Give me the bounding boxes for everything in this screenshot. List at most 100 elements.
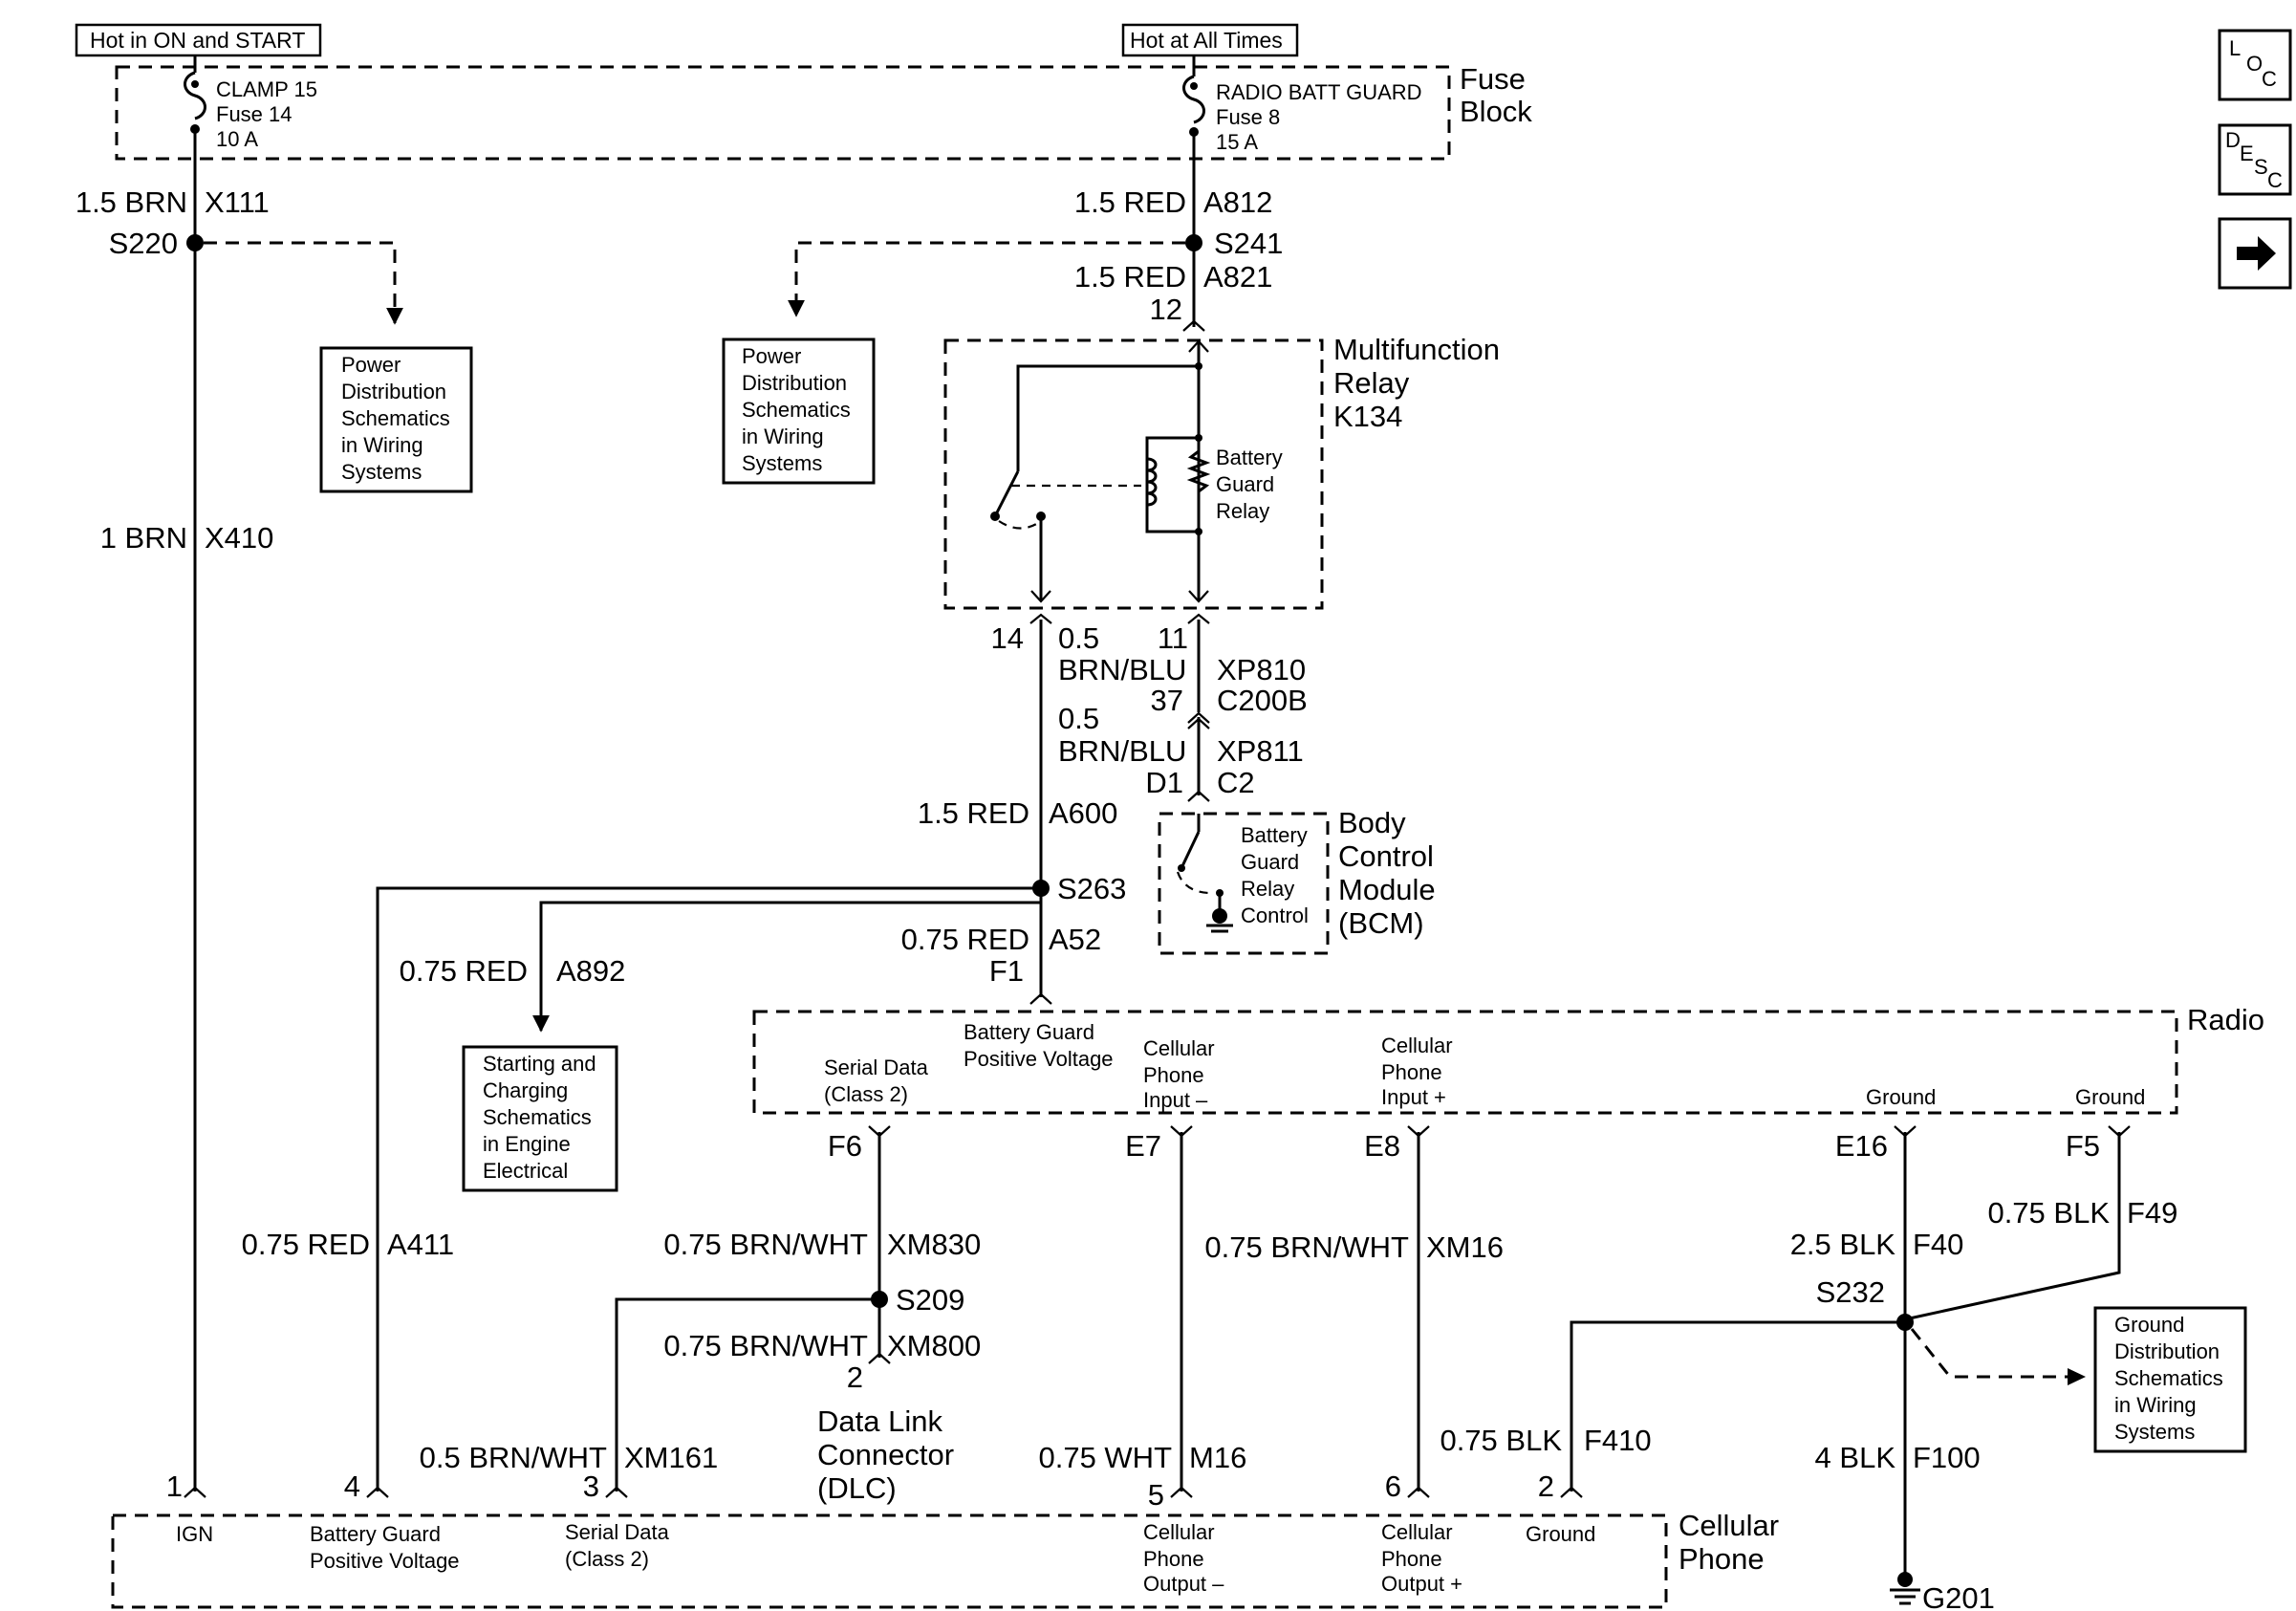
wire-label-x111: 1.5 BRN X111 xyxy=(76,185,270,219)
svg-text:Battery Guard: Battery Guard xyxy=(310,1522,441,1546)
svg-text:Systems: Systems xyxy=(341,460,422,484)
wire-pin11-bcm xyxy=(1187,613,1210,802)
svg-text:0.75 RED: 0.75 RED xyxy=(242,1228,370,1261)
svg-text:A600: A600 xyxy=(1049,796,1117,830)
svg-text:A812: A812 xyxy=(1203,185,1272,219)
wire-label-x410: 1 BRN X410 xyxy=(100,521,274,555)
svg-text:Hot at All Times: Hot at All Times xyxy=(1130,28,1283,53)
svg-text:0.75 BRN/WHT: 0.75 BRN/WHT xyxy=(1204,1230,1409,1264)
svg-text:Positive Voltage: Positive Voltage xyxy=(310,1549,460,1573)
connector-c200b-pin: 37 xyxy=(1151,684,1183,717)
multifunction-relay-k134: Multifunction Relay K134 Battery Guard R… xyxy=(943,333,1500,610)
svg-text:0.75 BLK: 0.75 BLK xyxy=(1987,1196,2110,1230)
ground-g201: G201 xyxy=(1922,1581,1995,1611)
body-control-module: Battery Guard Relay Control Body Control… xyxy=(1158,806,1436,955)
svg-text:Battery: Battery xyxy=(1216,446,1283,469)
wire-label-brnblu-2: 0.5 BRN/BLU xyxy=(1058,702,1186,768)
cellular-phone-module: Cellular Phone IGN Battery Guard Positiv… xyxy=(111,1509,1779,1609)
svg-text:(BCM): (BCM) xyxy=(1338,906,1424,940)
svg-text:Schematics: Schematics xyxy=(341,406,450,430)
next-arrow-button[interactable] xyxy=(2218,217,2292,290)
svg-text:Relay: Relay xyxy=(1241,877,1294,901)
svg-text:in Wiring: in Wiring xyxy=(2114,1393,2197,1417)
svg-text:S263: S263 xyxy=(1057,872,1126,905)
svg-text:C200B: C200B xyxy=(1217,684,1308,717)
fuse-block: Fuse Block xyxy=(115,62,1532,161)
svg-text:(DLC): (DLC) xyxy=(817,1471,897,1505)
svg-text:1.5 RED: 1.5 RED xyxy=(1074,185,1186,219)
svg-text:Cellular: Cellular xyxy=(1143,1520,1215,1544)
wire-brnblu-pin14 xyxy=(1029,613,1052,884)
svg-text:Ground: Ground xyxy=(2075,1085,2145,1109)
splice-s232: S232 xyxy=(1560,1275,2086,1498)
svg-text:Hot in ON and START: Hot in ON and START xyxy=(90,28,305,53)
svg-text:S232: S232 xyxy=(1816,1275,1885,1309)
svg-text:Charging: Charging xyxy=(483,1078,568,1102)
phone-pin-5: 5 xyxy=(1148,1478,1164,1512)
svg-text:Distribution: Distribution xyxy=(341,380,446,403)
svg-text:1.5 RED: 1.5 RED xyxy=(918,796,1029,830)
wire-label-f410: 0.75 BLK F410 xyxy=(1440,1424,1651,1457)
svg-text:Battery Guard: Battery Guard xyxy=(964,1020,1094,1044)
data-link-connector: 2 Data Link Connector (DLC) xyxy=(817,1361,954,1505)
svg-text:O: O xyxy=(2246,52,2263,76)
svg-text:1 BRN: 1 BRN xyxy=(100,521,187,555)
svg-text:Positive Voltage: Positive Voltage xyxy=(964,1047,1114,1071)
svg-text:C2: C2 xyxy=(1217,766,1255,799)
svg-text:BRN/BLU: BRN/BLU xyxy=(1058,734,1186,768)
svg-text:Battery: Battery xyxy=(1241,823,1308,847)
wire-label-a812: 1.5 RED A812 xyxy=(1074,185,1273,219)
desc-button[interactable]: D E S C xyxy=(2218,123,2292,196)
svg-text:Phone: Phone xyxy=(1381,1547,1442,1571)
svg-text:X410: X410 xyxy=(205,521,273,555)
svg-text:2.5 BLK: 2.5 BLK xyxy=(1790,1228,1896,1261)
phone-pin-1: 1 xyxy=(166,1469,183,1503)
svg-text:Data Link: Data Link xyxy=(817,1404,942,1438)
svg-text:A892: A892 xyxy=(556,954,625,988)
wire-label-a892: 0.75 RED A892 xyxy=(400,954,626,988)
svg-text:D: D xyxy=(2225,128,2241,152)
svg-text:Relay: Relay xyxy=(1216,499,1269,523)
fuse-14: CLAMP 15 Fuse 14 10 A xyxy=(184,55,317,151)
ref-ground-distribution: Ground Distribution Schematics in Wiring… xyxy=(2093,1306,2247,1453)
splice-s263: S263 xyxy=(366,872,1126,1498)
svg-text:Input +: Input + xyxy=(1381,1085,1446,1109)
svg-text:Input –: Input – xyxy=(1143,1088,1208,1112)
wire-label-a821: 1.5 RED A821 xyxy=(1074,260,1273,294)
svg-text:XM161: XM161 xyxy=(624,1441,718,1474)
svg-text:Electrical: Electrical xyxy=(483,1159,568,1183)
phone-pin-3: 3 xyxy=(583,1469,599,1503)
phone-pin-4: 4 xyxy=(344,1469,360,1503)
wire-label-a411: 0.75 RED A411 xyxy=(242,1228,455,1261)
svg-text:F40: F40 xyxy=(1913,1228,1963,1261)
phone-pin-2: 2 xyxy=(1538,1469,1554,1503)
svg-text:Guard: Guard xyxy=(1241,850,1299,874)
svg-text:Cellular: Cellular xyxy=(1381,1034,1453,1057)
svg-text:CLAMP 15: CLAMP 15 xyxy=(216,77,317,101)
wire-a812-a821 xyxy=(1182,134,1205,332)
svg-text:S241: S241 xyxy=(1214,227,1283,260)
svg-text:Starting and: Starting and xyxy=(483,1052,596,1076)
svg-text:15 A: 15 A xyxy=(1216,130,1258,154)
svg-text:0.5 BRN/WHT: 0.5 BRN/WHT xyxy=(420,1441,607,1474)
svg-text:(Class 2): (Class 2) xyxy=(565,1547,649,1571)
svg-text:1.5 RED: 1.5 RED xyxy=(1074,260,1186,294)
wire-serial-data xyxy=(605,1125,891,1498)
svg-text:Phone: Phone xyxy=(1381,1060,1442,1084)
wire-m16: 0.75 WHT M16 xyxy=(1038,1125,1246,1498)
svg-text:2: 2 xyxy=(847,1361,863,1394)
svg-text:XP811: XP811 xyxy=(1217,734,1304,768)
svg-text:F49: F49 xyxy=(2127,1196,2177,1230)
svg-text:Radio: Radio xyxy=(2187,1003,2264,1036)
loc-button[interactable]: L O C xyxy=(2218,29,2292,101)
wire-label-a600: 1.5 RED A600 xyxy=(918,796,1118,830)
radio-pin-e7: E7 xyxy=(1125,1129,1161,1163)
svg-text:Systems: Systems xyxy=(742,451,822,475)
svg-text:(Class 2): (Class 2) xyxy=(824,1082,908,1106)
svg-text:XM830: XM830 xyxy=(887,1228,981,1261)
svg-text:Ground: Ground xyxy=(1526,1522,1595,1546)
hot-all-times-header: Hot at All Times xyxy=(1121,23,1299,57)
svg-text:in Wiring: in Wiring xyxy=(341,433,423,457)
svg-text:XM800: XM800 xyxy=(887,1329,981,1362)
relay-pin-14: 14 xyxy=(991,621,1024,655)
